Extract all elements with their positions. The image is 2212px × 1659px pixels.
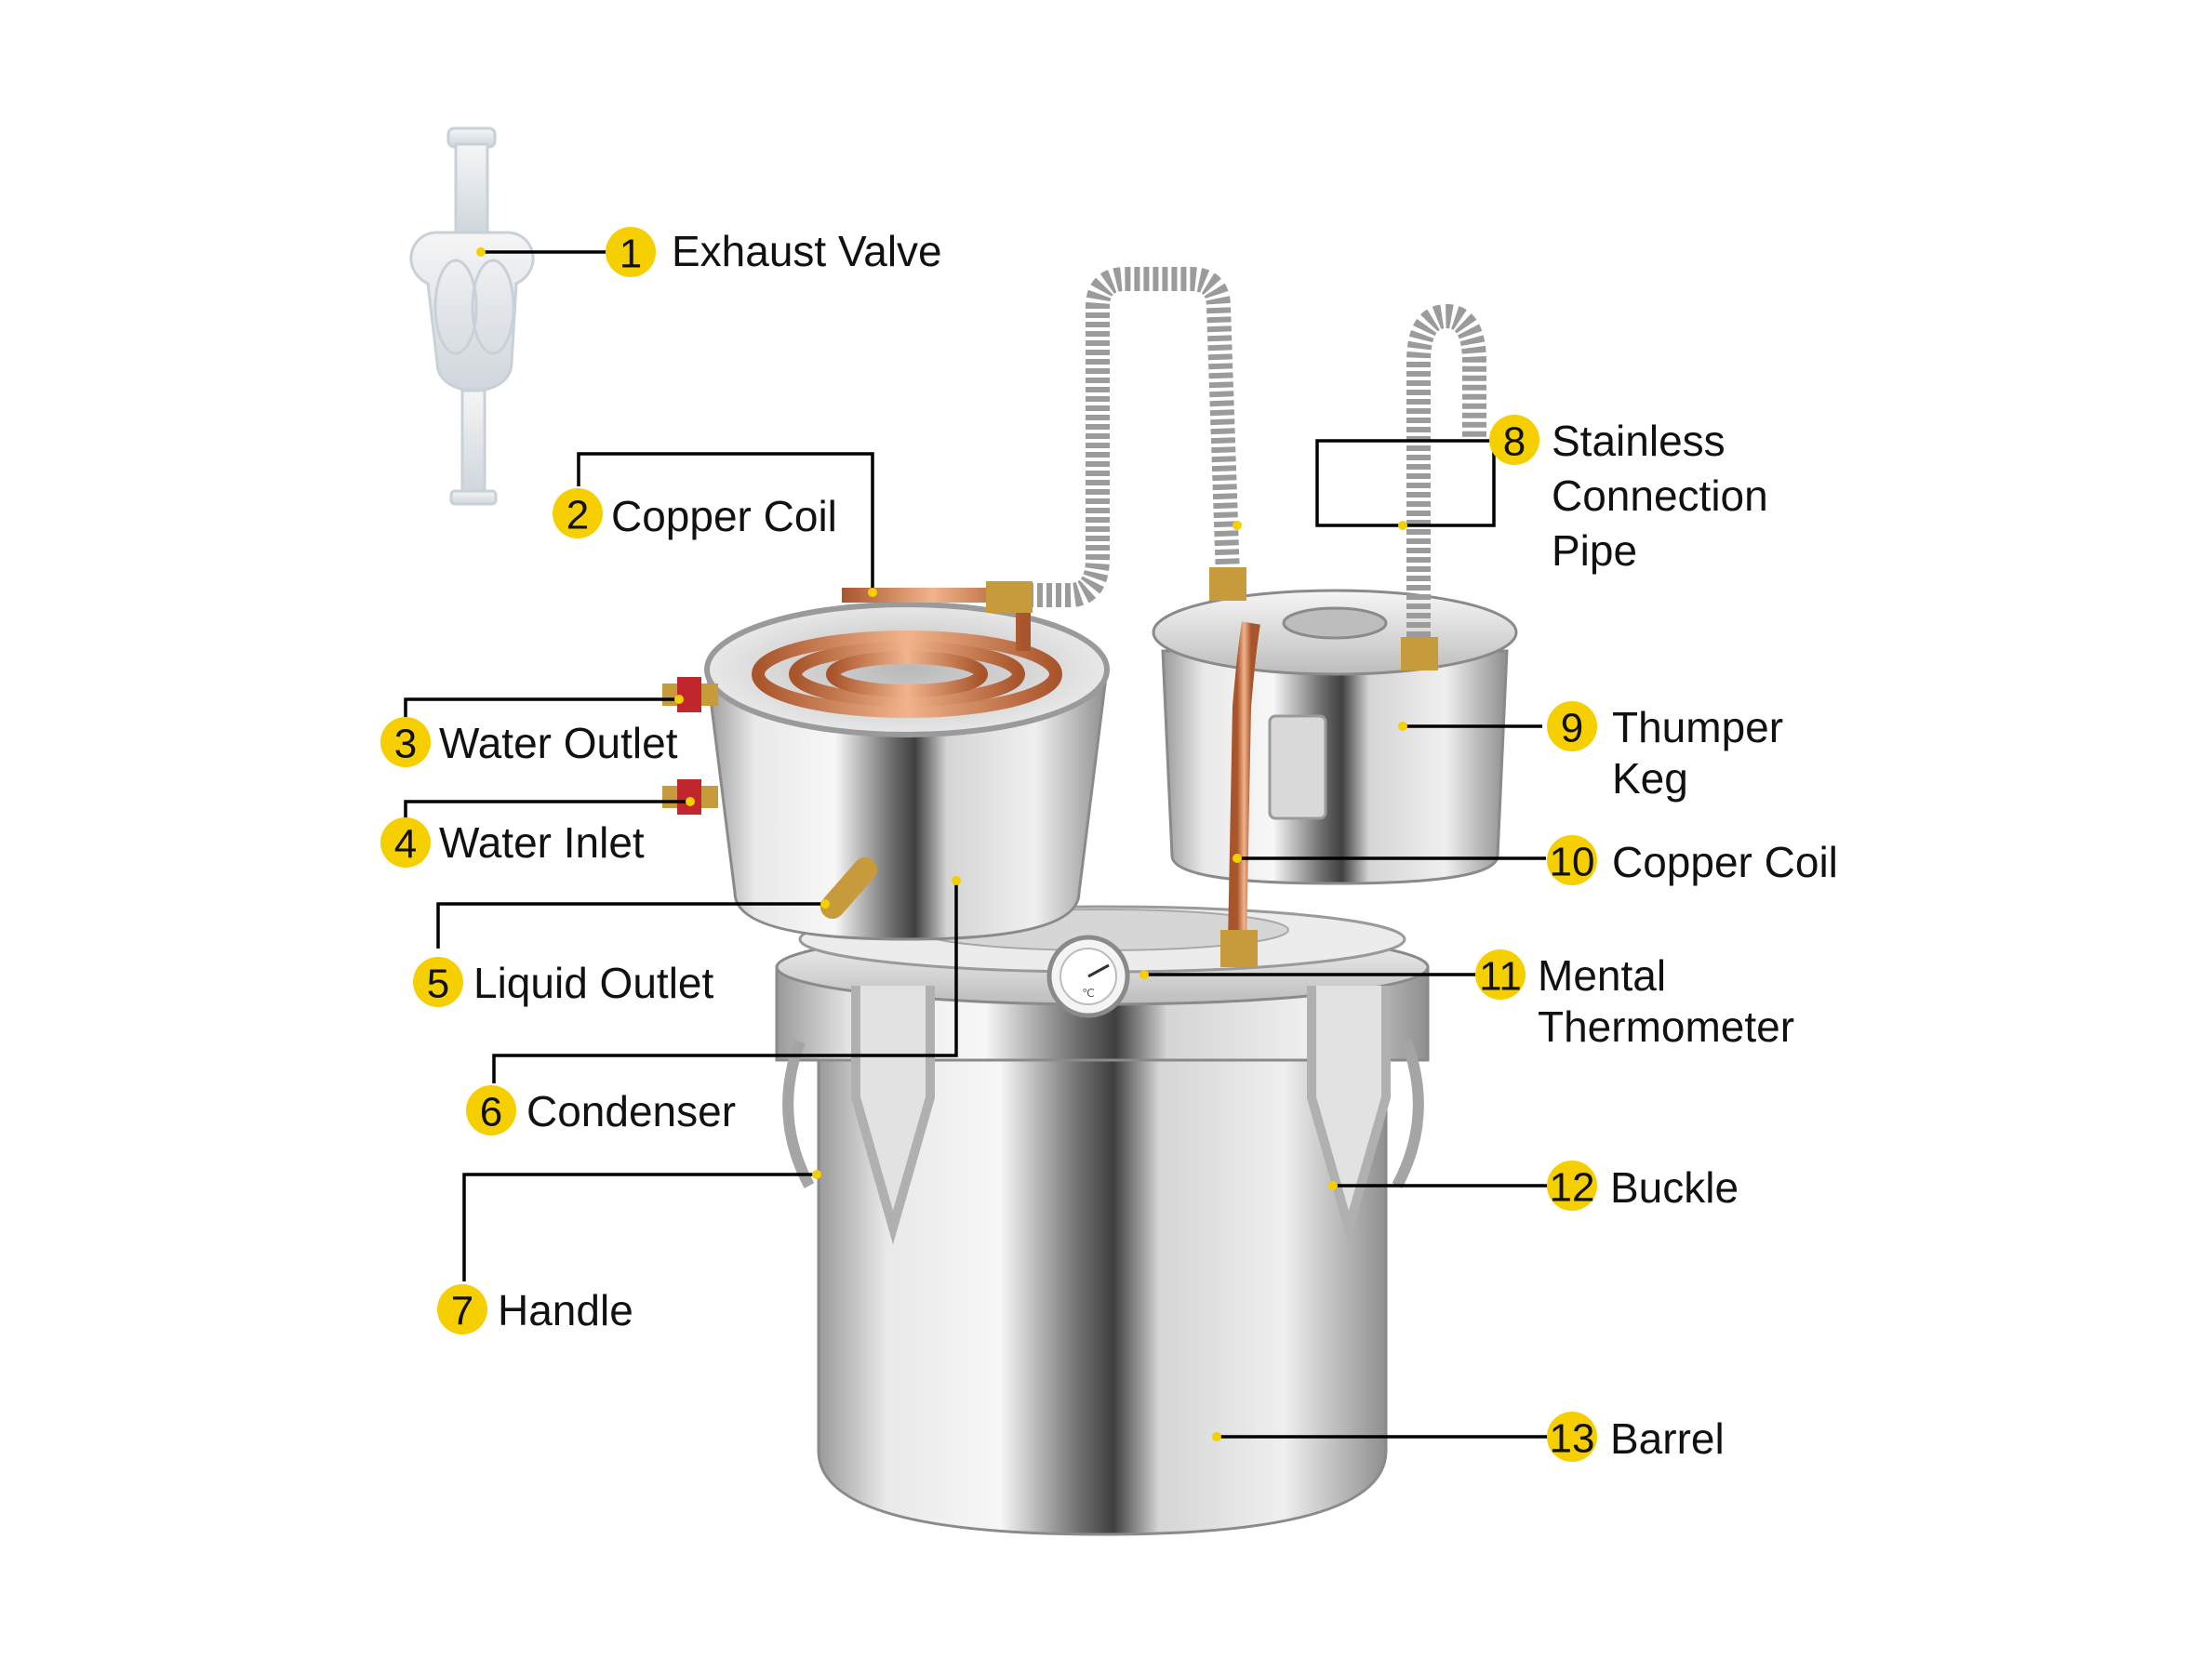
leader-6 <box>492 881 958 1083</box>
callout-5: 5 Liquid Outlet <box>413 957 713 1007</box>
leader-dot <box>1233 521 1242 530</box>
thermometer-dial-unit: ℃ <box>1082 987 1094 1000</box>
leader-dot <box>476 247 486 257</box>
callout-number: 3 <box>394 722 417 767</box>
leader-8 <box>1315 439 1496 527</box>
callout-number: 8 <box>1503 419 1526 465</box>
number-badge <box>1475 949 1526 1000</box>
callout-10: 10 Copper Coil <box>1547 835 1838 886</box>
leader-dot <box>686 797 695 806</box>
callout-number: 4 <box>394 822 417 868</box>
callout-4: 4 Water Inlet <box>380 817 645 868</box>
callout-number: 10 <box>1550 840 1595 885</box>
callout-label: Thermometer <box>1538 1002 1794 1051</box>
leader-3 <box>404 697 679 718</box>
number-badge <box>1547 701 1597 751</box>
leader-dot <box>1139 970 1149 979</box>
callout-1: 1 Exhaust Valve <box>606 227 942 277</box>
callout-number: 9 <box>1561 706 1583 751</box>
callout-label: Buckle <box>1610 1163 1739 1212</box>
exhaust-valve-image <box>409 126 535 506</box>
callout-number: 2 <box>566 493 589 538</box>
condenser-image <box>662 588 1110 941</box>
distiller-illustration: ℃ <box>409 126 1518 1536</box>
callout-number: 5 <box>427 962 449 1007</box>
callout-3: 3 Water Outlet <box>380 717 678 767</box>
number-badge <box>437 1284 487 1334</box>
callout-label: Exhaust Valve <box>672 227 942 275</box>
callout-7: 7 Handle <box>437 1284 633 1334</box>
number-badge <box>1547 1412 1597 1462</box>
callout-11: 11 Mental Thermometer <box>1475 949 1794 1051</box>
thumper-keg-image <box>1152 589 1518 885</box>
leader-dot <box>1398 521 1407 530</box>
callout-label: Handle <box>498 1286 633 1334</box>
number-badge <box>606 227 656 277</box>
callout-label: Water Outlet <box>439 719 678 767</box>
leader-dot <box>812 1170 821 1179</box>
number-badge <box>413 957 463 1007</box>
number-badge <box>380 817 431 868</box>
number-badge <box>1547 1161 1597 1211</box>
callout-label: Keg <box>1612 754 1688 803</box>
leader-dot <box>1398 722 1407 731</box>
callout-label: Pipe <box>1552 526 1637 575</box>
number-badge <box>1489 415 1539 465</box>
leader-7 <box>462 1173 817 1281</box>
callout-6: 6 Condenser <box>466 1085 736 1135</box>
leader-2 <box>577 452 874 592</box>
callout-label: Connection <box>1552 471 1768 520</box>
callout-label: Water Inlet <box>439 818 645 867</box>
number-badge <box>553 488 603 538</box>
callout-label: Barrel <box>1610 1414 1725 1463</box>
callout-number: 12 <box>1550 1165 1595 1211</box>
callout-number: 6 <box>480 1090 502 1135</box>
leader-dot <box>674 695 684 704</box>
thermometer-image: ℃ <box>1046 935 1130 1018</box>
copper-fitting <box>1220 930 1258 967</box>
leader-lines <box>404 247 1549 1441</box>
callout-label: Stainless <box>1552 417 1726 465</box>
callout-label: Copper Coil <box>1612 838 1838 886</box>
copper-pipe-image <box>1228 621 1260 945</box>
callout-label: Thumper <box>1612 703 1783 751</box>
callout-number: 1 <box>620 232 642 277</box>
callout-number: 7 <box>451 1289 473 1334</box>
callout-12: 12 Buckle <box>1547 1161 1739 1212</box>
number-badge <box>1547 835 1597 885</box>
leader-dot <box>952 876 961 885</box>
leader-4 <box>404 800 690 820</box>
callout-8: 8 Stainless Connection Pipe <box>1489 415 1768 575</box>
callout-number: 13 <box>1550 1416 1595 1462</box>
callout-label: Copper Coil <box>611 492 837 540</box>
callout-13: 13 Barrel <box>1547 1412 1725 1463</box>
callout-2: 2 Copper Coil <box>553 488 837 540</box>
number-badge <box>380 717 431 767</box>
leader-dot <box>1212 1432 1221 1441</box>
stainless-pipes-image <box>986 267 1486 670</box>
leader-dot <box>868 588 877 597</box>
leader-dot <box>1233 854 1242 863</box>
callout-label: Condenser <box>526 1087 736 1135</box>
leader-5 <box>436 902 825 949</box>
number-badge <box>466 1085 516 1135</box>
leader-dot <box>820 899 830 909</box>
callout-9: 9 Thumper Keg <box>1547 701 1783 803</box>
callout-number: 11 <box>1479 954 1522 1000</box>
callout-label: Mental <box>1538 951 1666 1000</box>
callout-label: Liquid Outlet <box>473 959 713 1007</box>
leader-dot <box>1328 1181 1338 1190</box>
